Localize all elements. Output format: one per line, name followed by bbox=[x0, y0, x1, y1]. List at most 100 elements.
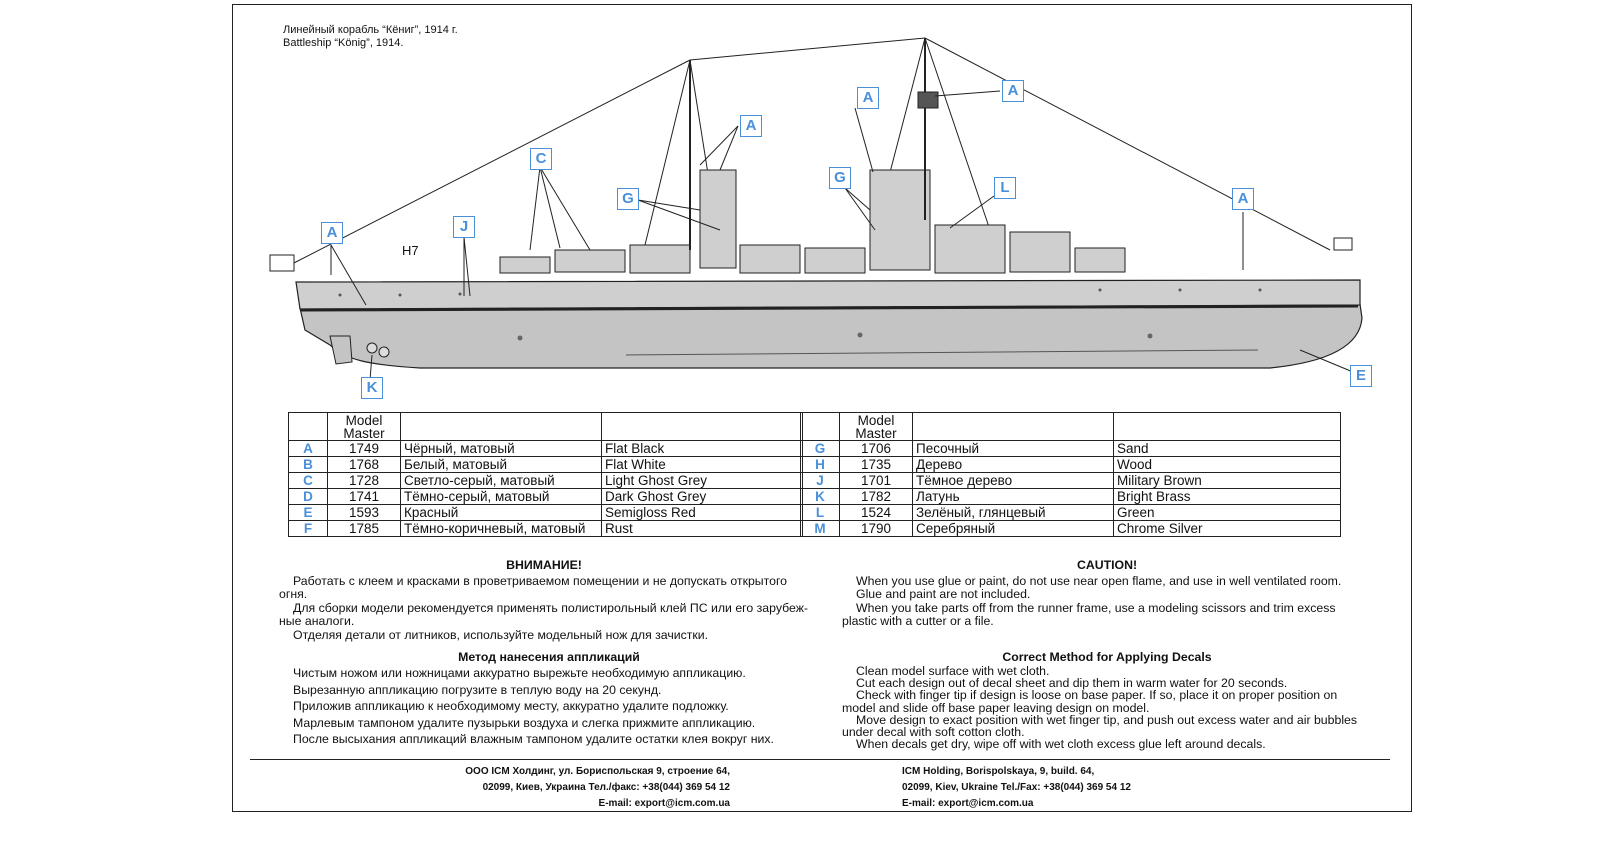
address-ru: ООО ICM Холдинг, ул. Бориспольская 9, ст… bbox=[440, 764, 730, 812]
paint-table-right: Model Master G 1706 Песочный Sand H 1735… bbox=[800, 412, 1341, 537]
paint-name-en: Green bbox=[1113, 504, 1341, 521]
paint-name-ru: Красный bbox=[400, 504, 602, 521]
paint-name-en: Flat Black bbox=[601, 440, 803, 457]
address-en-line1: ICM Holding, Borispolskaya, 9, build. 64… bbox=[902, 766, 1095, 777]
paint-letter: F bbox=[288, 520, 328, 537]
paint-name-en: Wood bbox=[1113, 456, 1341, 473]
callout-g-left: G bbox=[617, 188, 639, 210]
paint-name-ru: Чёрный, матовый bbox=[400, 440, 602, 457]
decals-ru-line: Вырезанную аппликацию погрузите в теплую… bbox=[293, 682, 662, 697]
paint-letter: M bbox=[800, 520, 840, 537]
title-ru: Линейный корабль “Кёниг”, 1914 г. bbox=[283, 24, 458, 36]
decals-en-line: Cut each design out of decal sheet and d… bbox=[856, 676, 1288, 691]
address-en-email: E-mail: export@icm.com.ua bbox=[902, 798, 1034, 809]
paint-letter: G bbox=[800, 440, 840, 457]
table-row: A 1749 Чёрный, матовый Flat Black bbox=[288, 440, 803, 457]
divider bbox=[250, 759, 1390, 760]
table-header-row: Model Master bbox=[800, 412, 1341, 441]
paint-name-ru: Светло-серый, матовый bbox=[400, 472, 602, 489]
address-en-line2: 02099, Kiev, Ukraine Tel./Fax: +38(044) … bbox=[902, 782, 1131, 793]
paint-name-en: Dark Ghost Grey bbox=[601, 488, 803, 505]
paint-name-ru: Дерево bbox=[912, 456, 1114, 473]
paint-letter: A bbox=[288, 440, 328, 457]
paint-letter: L bbox=[800, 504, 840, 521]
decals-en-line: Check with finger tip if design is loose… bbox=[856, 688, 1338, 703]
brand-line1: Model bbox=[345, 413, 383, 428]
paint-code: 1768 bbox=[327, 456, 401, 473]
paint-code: 1749 bbox=[327, 440, 401, 457]
table-row: M 1790 Серебряный Chrome Silver bbox=[800, 520, 1341, 537]
warning-en-line: When you use glue or paint, do not use n… bbox=[856, 573, 1342, 588]
paint-code: 1785 bbox=[327, 520, 401, 537]
paint-name-en: Rust bbox=[601, 520, 803, 537]
paint-code: 1728 bbox=[327, 472, 401, 489]
decals-ru-line: Приложив аппликацию к необходимому месту… bbox=[293, 699, 729, 713]
paint-code: 1782 bbox=[839, 488, 913, 505]
paint-letter: K bbox=[800, 488, 840, 505]
callout-a-foremast: A bbox=[740, 115, 762, 137]
paint-letter: H bbox=[800, 456, 840, 473]
brand-line2: Master bbox=[343, 426, 385, 441]
decals-en-line: When decals get dry, wipe off with wet c… bbox=[856, 737, 1266, 752]
paint-table-left: Model Master A 1749 Чёрный, матовый Flat… bbox=[288, 412, 803, 537]
warning-en-line: When you take parts off from the runner … bbox=[856, 600, 1336, 615]
decals-en: Correct Method for Applying Decals Clean… bbox=[842, 650, 1372, 750]
address-ru-email: E-mail: export@icm.com.ua bbox=[598, 798, 730, 809]
callout-j: J bbox=[453, 216, 475, 238]
paint-name-ru: Латунь bbox=[912, 488, 1114, 505]
warning-en-line: Glue and paint are not included. bbox=[856, 587, 1031, 601]
table-row: F 1785 Тёмно-коричневый, матовый Rust bbox=[288, 520, 803, 537]
paint-letter: J bbox=[800, 472, 840, 489]
paint-name-en: Sand bbox=[1113, 440, 1341, 457]
paint-name-en: Light Ghost Grey bbox=[601, 472, 803, 489]
callout-h7: H7 bbox=[402, 243, 419, 258]
paint-letter: B bbox=[288, 456, 328, 473]
warning-en-line: plastic with a cutter or a file. bbox=[842, 614, 994, 628]
warning-ru-line: Отделяя детали от литников, используйте … bbox=[293, 627, 709, 642]
paint-code: 1701 bbox=[839, 472, 913, 489]
callout-k: K bbox=[361, 377, 383, 399]
table-row: J 1701 Тёмное дерево Military Brown bbox=[800, 472, 1341, 489]
title-en: Battleship “König”, 1914. bbox=[283, 37, 404, 49]
decals-en-line: under decal with soft cotton cloth. bbox=[842, 725, 1025, 740]
paint-name-ru: Тёмно-коричневый, матовый bbox=[400, 520, 602, 537]
decals-ru-heading: Метод нанесения аппликаций bbox=[458, 650, 640, 664]
paint-name-ru: Зелёный, глянцевый bbox=[912, 504, 1114, 521]
address-ru-line1: ООО ICM Холдинг, ул. Бориспольская 9, ст… bbox=[465, 766, 730, 777]
decals-en-line: model and slide off base paper leaving d… bbox=[842, 700, 1150, 715]
paint-code: 1524 bbox=[839, 504, 913, 521]
table-row: H 1735 Дерево Wood bbox=[800, 456, 1341, 473]
paint-letter: D bbox=[288, 488, 328, 505]
warning-en: CAUTION! When you use glue or paint, do … bbox=[842, 558, 1372, 629]
warning-ru-line: Для сборки модели рекомендуется применят… bbox=[293, 600, 809, 615]
brand-line2: Master bbox=[855, 426, 897, 441]
decals-en-line: Move design to exact position with wet f… bbox=[856, 712, 1358, 727]
table-row: E 1593 Красный Semigloss Red bbox=[288, 504, 803, 521]
table-row: K 1782 Латунь Bright Brass bbox=[800, 488, 1341, 505]
callout-a-stern: A bbox=[321, 222, 343, 244]
decals-ru-line: Чистым ножом или ножницами аккуратно выр… bbox=[293, 666, 746, 680]
callout-l: L bbox=[994, 177, 1016, 199]
paint-name-en: Military Brown bbox=[1113, 472, 1341, 489]
paint-code: 1706 bbox=[839, 440, 913, 457]
paint-name-en: Flat White bbox=[601, 456, 803, 473]
instruction-sheet bbox=[232, 4, 1412, 812]
decals-ru-line: Марлевым тампоном удалите пузырьки возду… bbox=[293, 715, 756, 730]
paint-name-en: Semigloss Red bbox=[601, 504, 803, 521]
callout-a-bow: A bbox=[1232, 188, 1254, 210]
callout-a-top: A bbox=[1002, 80, 1024, 102]
paint-name-ru: Серебряный bbox=[912, 520, 1114, 537]
decals-en-line: Clean model surface with wet cloth. bbox=[856, 664, 1050, 678]
paint-name-en: Chrome Silver bbox=[1113, 520, 1341, 537]
paint-code: 1735 bbox=[839, 456, 913, 473]
paint-name-ru: Песочный bbox=[912, 440, 1114, 457]
address-ru-line2: 02099, Киев, Украина Тел./факс: +38(044)… bbox=[482, 782, 730, 793]
decals-ru: Метод нанесения аппликаций Чистым ножом … bbox=[279, 650, 819, 748]
paint-letter: E bbox=[288, 504, 328, 521]
decals-en-heading: Correct Method for Applying Decals bbox=[1002, 650, 1212, 664]
brand-line1: Model bbox=[857, 413, 895, 428]
callout-a-mainmast: A bbox=[857, 87, 879, 109]
callout-c: C bbox=[530, 148, 552, 170]
address-en: ICM Holding, Borispolskaya, 9, build. 64… bbox=[902, 764, 1202, 812]
warning-ru-heading: ВНИМАНИЕ! bbox=[506, 558, 582, 572]
